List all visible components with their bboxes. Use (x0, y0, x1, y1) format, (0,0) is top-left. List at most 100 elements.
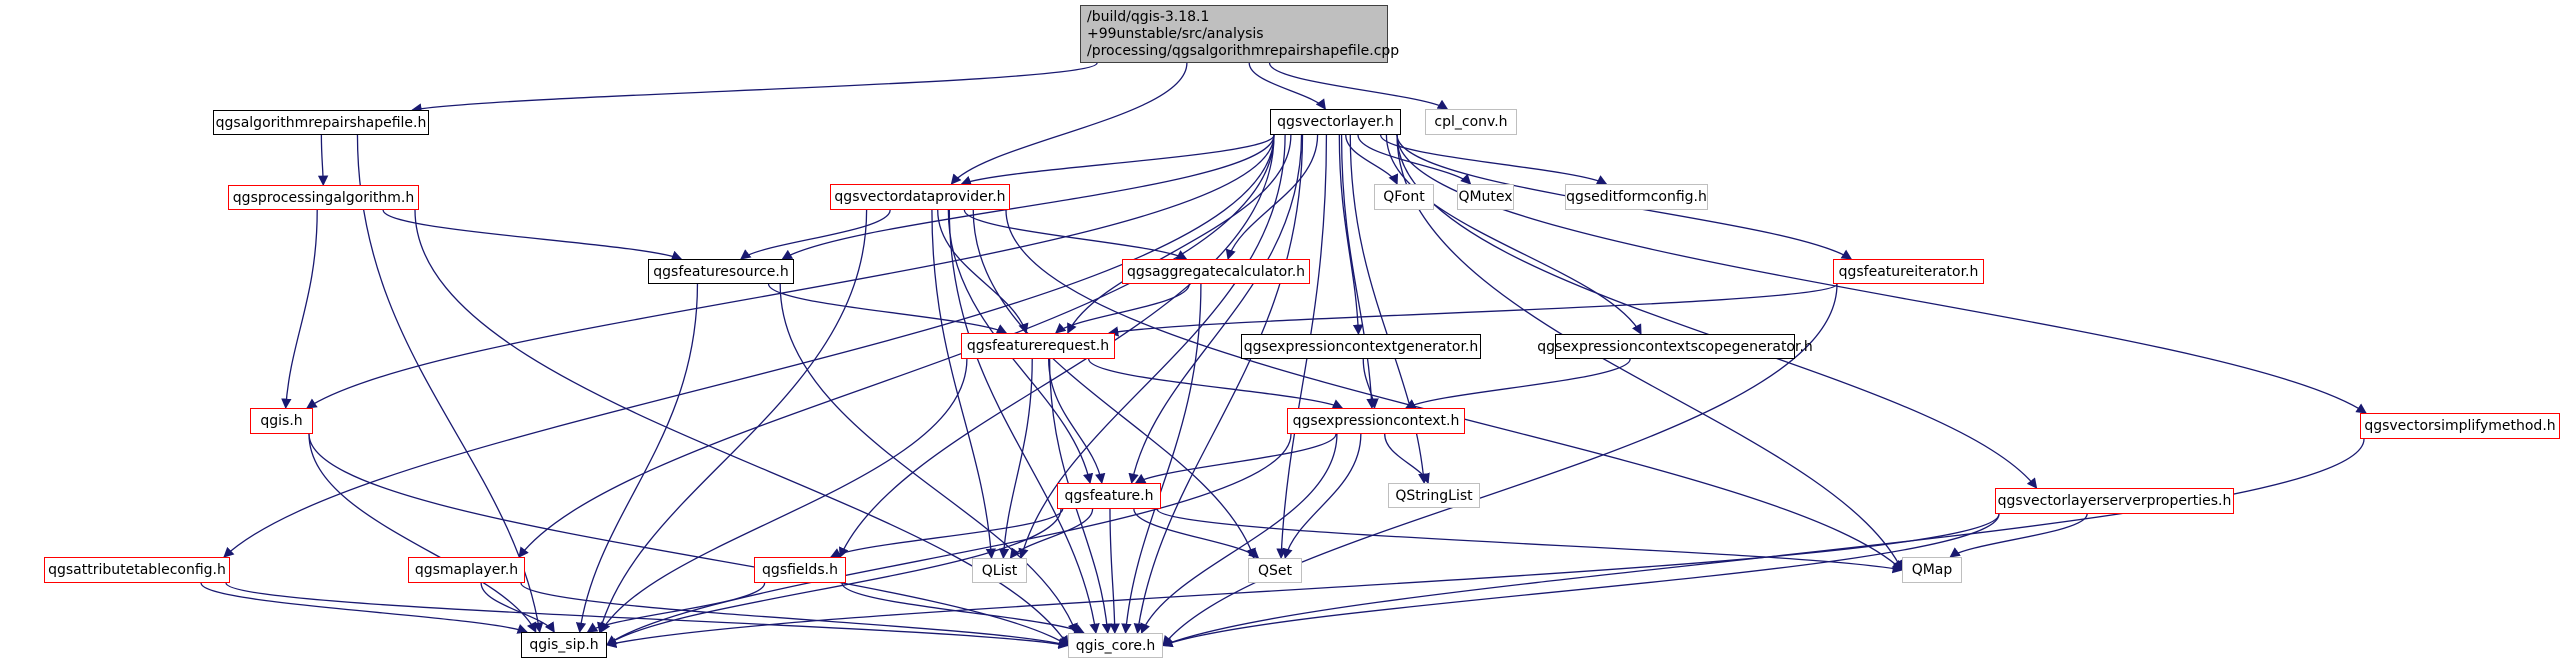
edge-qgsmaplayer-to-qgis_sip (480, 582, 555, 633)
node-qfont[interactable]: QFont (1374, 184, 1434, 210)
node-label: qgsvectorlayerserverproperties.h (1997, 493, 2232, 509)
node-label: qgsattributetableconfig.h (48, 562, 226, 578)
node-label: qgis.h (260, 413, 303, 429)
edge-qgsfeature-to-qgis_core (1109, 508, 1120, 635)
edge-qgsprocessingalgorithm-to-qgis (281, 209, 318, 410)
node-label: QStringList (1395, 487, 1473, 504)
node-qgsattributetableconfig[interactable]: qgsattributetableconfig.h (44, 557, 230, 583)
node-label: qgsfields.h (762, 562, 838, 578)
node-qgsvectorlayer[interactable]: qgsvectorlayer.h (1270, 109, 1401, 135)
edge-qgsattributetableconfig-to-qgis_core (225, 582, 1070, 650)
edge-qgsvectorlayer-to-qmutex (1357, 134, 1472, 185)
edge-qgsexpressioncontext-to-qstringlist (1384, 433, 1430, 484)
node-qgsfeature[interactable]: qgsfeature.h (1057, 483, 1161, 509)
edge-qgsexpressioncontextscopegenerator-to-qgsexpressioncontext (1404, 358, 1631, 409)
edge-qgsvectorlayer-to-qset (1276, 134, 1328, 560)
edge-qgsexpressioncontext-to-qgis_core (1140, 433, 1338, 634)
edge-qgsvectordataprovider-to-qmap (1005, 209, 1903, 571)
edge-qgsmaplayer-to-qgis_core (520, 582, 1070, 649)
node-qgsaggregatecalculator[interactable]: qgsaggregatecalculator.h (1122, 259, 1310, 284)
node-label: qgsfeaturesource.h (653, 263, 789, 280)
node-qgis[interactable]: qgis.h (250, 408, 313, 434)
node-qgis-core[interactable]: qgis_core.h (1068, 633, 1163, 658)
edge-qgsvectorlayer-to-qgsexpressioncontextscopegenerator (1385, 134, 1642, 335)
edge-qgsvectorlayer-to-qgseditformconfig (1380, 134, 1608, 185)
edge-qgsfeaturesource-to-qgsfeaturerequest (767, 283, 1008, 334)
edge-qgsvectorlayerserverproperties-to-qmap (1949, 513, 2088, 558)
edge-qgsvectorlayer-to-qgsexpressioncontextgenerator (1338, 134, 1364, 336)
node-qmutex[interactable]: QMutex (1457, 184, 1514, 210)
root-file-node: /build/qgis-3.18.1+99unstable/src/analys… (1080, 5, 1399, 63)
edge-qgsfeature-to-qmap (1156, 508, 1904, 574)
edge-qgsvectorlayer-to-qfont (1345, 134, 1399, 185)
edge-qgsvectorlayer-to-qgsmaplayer (518, 134, 1275, 558)
node-label: QMap (1911, 562, 1953, 578)
node-qgsalgorithmrepairshapefile[interactable]: qgsalgorithmrepairshapefile.h (213, 110, 429, 135)
node-qgsfeaturerequest[interactable]: qgsfeaturerequest.h (961, 333, 1115, 359)
node-label: qgseditformconfig.h (1566, 189, 1707, 205)
node-cpl-conv[interactable]: cpl_conv.h (1425, 109, 1517, 135)
node-label: QFont (1383, 189, 1425, 205)
edge-qgsvectordataprovider-to-qgis_sip (597, 209, 868, 634)
node-label: qgsprocessingalgorithm.h (232, 189, 415, 206)
node-label: cpl_conv.h (1434, 114, 1508, 130)
node-qgsfeaturesource[interactable]: qgsfeaturesource.h (648, 259, 794, 284)
edge-root-to-qgsvectordataprovider (950, 62, 1188, 185)
edge-qgsvectorlayer-to-qgis_core (1133, 134, 1304, 635)
node-label: qgsfeature.h (1064, 488, 1154, 504)
edge-qgsexpressioncontext-to-qgsfeature (1134, 433, 1337, 484)
edge-qgsattributetableconfig-to-qgis_sip (200, 582, 528, 634)
node-qgseditformconfig[interactable]: qgseditformconfig.h (1565, 184, 1708, 210)
edge-qgsvectorlayer-to-qgsaggregatecalculator (1225, 134, 1319, 260)
edge-qgis-to-qgis_sip (308, 433, 537, 633)
edge-qgsvectordataprovider-to-qlist (931, 209, 997, 560)
node-label: QSet (1257, 562, 1292, 579)
node-qmap[interactable]: QMap (1902, 557, 1962, 583)
node-qgsmaplayer[interactable]: qgsmaplayer.h (408, 557, 525, 583)
edge-qgsvectordataprovider-to-qset (972, 209, 1256, 559)
edge-root-to-qgsalgorithmrepairshapefile (411, 62, 1098, 114)
edge-qgsfeaturerequest-to-qgsexpressioncontext (1088, 358, 1344, 409)
node-qlist[interactable]: QList (972, 558, 1027, 583)
edge-qgsvectorlayer-to-qgsexpressioncontext (1340, 134, 1377, 410)
node-qgis-sip[interactable]: qgis_sip.h (521, 632, 607, 658)
edge-qgsfeaturerequest-to-qgis_sip (600, 358, 968, 633)
node-qgsfeatureiterator[interactable]: qgsfeatureiterator.h (1833, 259, 1984, 284)
node-label: qgsalgorithmrepairshapefile.h (215, 114, 427, 131)
root-label-line: +99unstable/src/analysis (1087, 25, 1264, 42)
node-label: qgsexpressioncontextscopegenerator.h (1537, 338, 1813, 355)
node-qgsexpressioncontextgenerator[interactable]: qgsexpressioncontextgenerator.h (1241, 334, 1481, 359)
edge-qgsalgorithmrepairshapefile-to-qgsprocessingalgorithm (317, 134, 329, 187)
node-label: qgsexpressioncontextgenerator.h (1243, 338, 1479, 355)
node-label: qgis_core.h (1075, 637, 1156, 654)
node-qgsvectorsimplifymethod[interactable]: qgsvectorsimplifymethod.h (2360, 413, 2560, 439)
node-qgsprocessingalgorithm[interactable]: qgsprocessingalgorithm.h (228, 185, 419, 210)
node-qset[interactable]: QSet (1248, 558, 1302, 583)
node-label: QMutex (1458, 189, 1513, 205)
edge-qgsfeature-to-qgis_sip (606, 508, 1062, 646)
edge-qgsvectorlayer-to-qgis (306, 134, 1275, 409)
node-label: qgsvectordataprovider.h (834, 189, 1006, 205)
edge-qgsvectorlayerserverproperties-to-qgis_core (1162, 513, 2000, 648)
node-label: qgsexpressioncontext.h (1292, 413, 1460, 429)
edge-qgsfeaturesource-to-qgis_sip (575, 283, 699, 634)
node-qgsfields[interactable]: qgsfields.h (754, 557, 846, 583)
node-label: qgsfeaturerequest.h (966, 338, 1110, 354)
edge-qgsvectordataprovider-to-qgsaggregatecalculator (963, 209, 1188, 260)
edge-qgsvectordataprovider-to-qgsfeaturesource (740, 209, 891, 260)
edge-qgsvectorlayer-to-qgsattributetableconfig (223, 134, 1275, 558)
edge-qgsvectorlayer-to-qgsvectorsimplifymethod (1396, 134, 2367, 414)
edge-qgsaggregatecalculator-to-qgis_core (1121, 283, 1202, 635)
node-qgsvectorlayerserverproperties[interactable]: qgsvectorlayerserverproperties.h (1995, 488, 2234, 514)
edge-root-to-qgsvectorlayer (1248, 62, 1326, 110)
node-qgsexpressioncontext[interactable]: qgsexpressioncontext.h (1287, 408, 1465, 434)
node-label: qgsfeatureiterator.h (1838, 263, 1979, 280)
edge-root-to-cpl_conv (1268, 62, 1449, 110)
edge-qgsvectorlayer-to-qmap (1396, 134, 1903, 571)
node-qgsvectordataprovider[interactable]: qgsvectordataprovider.h (830, 184, 1010, 210)
node-qstringlist[interactable]: QStringList (1388, 483, 1480, 508)
node-qgsexpressioncontextscopegenerator[interactable]: qgsexpressioncontextscopegenerator.h (1537, 334, 1813, 359)
edge-qgsvectorlayer-to-qgsfields (839, 134, 1275, 558)
edge-qgsvectorlayer-to-qgsfeaturesource (781, 134, 1275, 260)
